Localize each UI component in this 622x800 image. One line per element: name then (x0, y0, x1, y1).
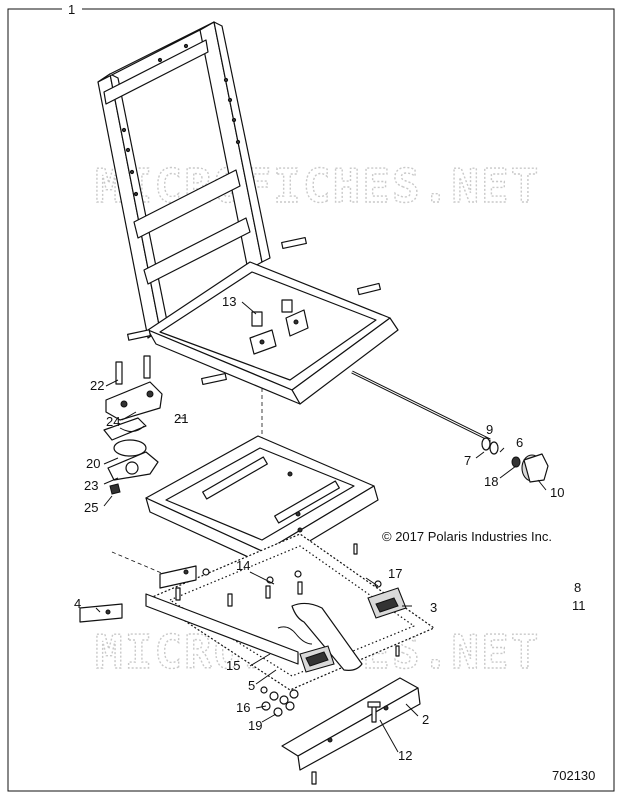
latch-lever (277, 602, 363, 671)
callout-8: 8 (574, 580, 581, 595)
callout-20: 20 (86, 456, 100, 471)
callout-12: 12 (398, 748, 412, 763)
callout-24: 24 (106, 414, 120, 429)
callout-7: 7 (464, 453, 471, 468)
callout-17: 17 (388, 566, 402, 581)
copyright-notice: © 2017 Polaris Industries Inc. (382, 529, 552, 544)
callout-9: 9 (486, 422, 493, 437)
callout-13: 13 (222, 294, 236, 309)
latch-brackets (249, 299, 309, 355)
leader-lines (95, 301, 547, 753)
callout-2: 2 (422, 712, 429, 727)
callout-18: 18 (484, 474, 498, 489)
callout-5: 5 (248, 678, 255, 693)
adjuster-rod-assembly (351, 370, 549, 483)
watermark-upper: MICROFICHES.NET (95, 159, 540, 213)
callout-4: 4 (74, 596, 81, 611)
seat-base-pan (149, 533, 435, 691)
fasteners (175, 543, 400, 717)
slide-rail-frame (145, 435, 379, 567)
callout-25: 25 (84, 500, 98, 515)
callout-labels: 1 2 3 4 5 6 7 8 9 10 11 12 13 14 15 16 1… (68, 2, 586, 763)
mounting-rails (79, 565, 299, 665)
seat-pads (299, 587, 407, 673)
front-bracket (281, 677, 421, 785)
callout-15: 15 (226, 658, 240, 673)
hinge-parts (103, 355, 163, 495)
figure-number: 702130 (552, 768, 595, 783)
seat-back-frame (97, 21, 399, 405)
callout-10: 10 (550, 485, 564, 500)
callout-21: 21 (174, 411, 188, 426)
diagram-frame (7, 8, 615, 792)
callout-14: 14 (236, 558, 250, 573)
callout-3: 3 (430, 600, 437, 615)
callout-11: 11 (572, 598, 586, 613)
frame-holes (121, 43, 241, 197)
callout-19: 19 (248, 718, 262, 733)
callout-22: 22 (90, 378, 104, 393)
callout-1: 1 (68, 2, 75, 17)
callout-16: 16 (236, 700, 250, 715)
callout-6: 6 (516, 435, 523, 450)
callout-23: 23 (84, 478, 98, 493)
